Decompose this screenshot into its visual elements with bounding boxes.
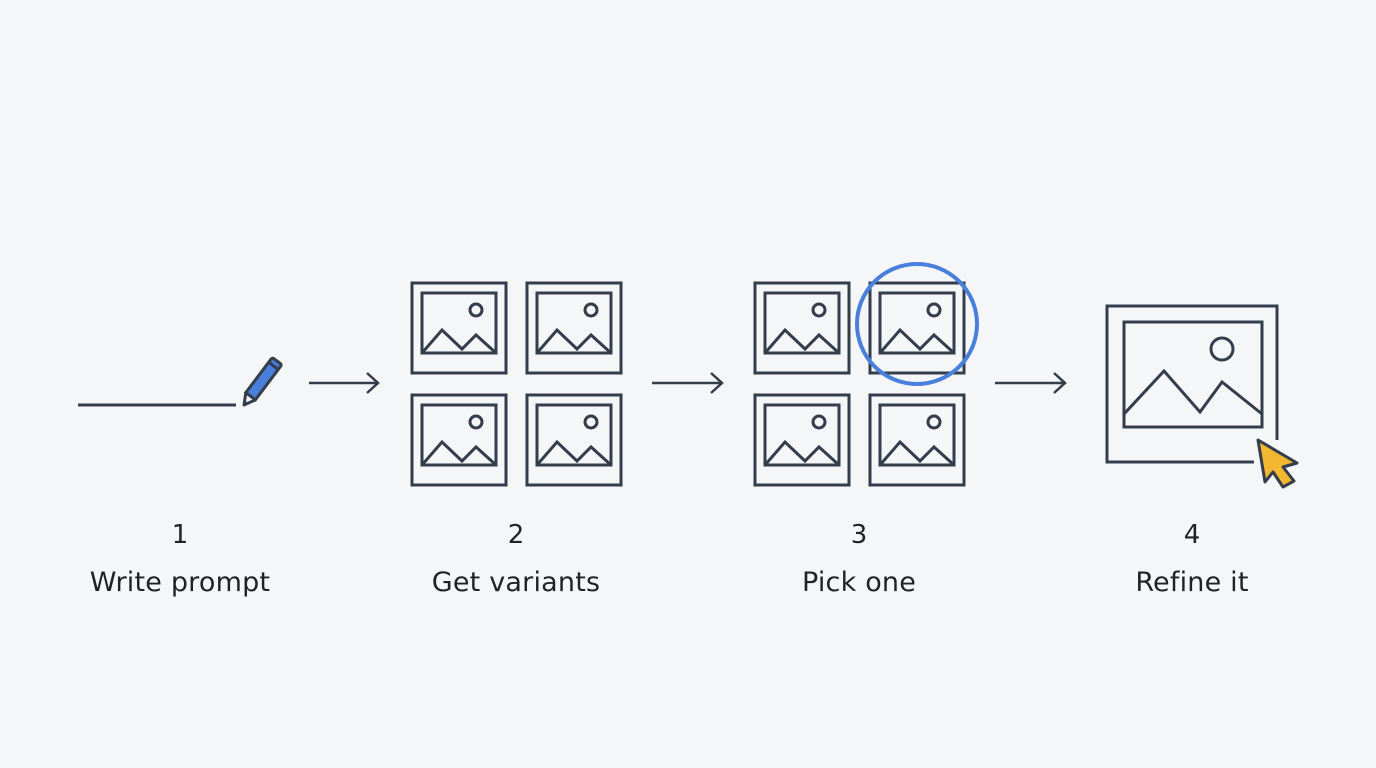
image-grid-selected-icon xyxy=(753,262,979,487)
image-thumbnail-icon xyxy=(410,393,508,487)
image-thumbnail-icon xyxy=(525,281,623,375)
step-1-number: 1 xyxy=(171,520,189,550)
image-thumbnail-icon xyxy=(753,393,851,487)
step-2-title: Get variants xyxy=(431,567,601,598)
step-1-title: Write prompt xyxy=(89,567,271,598)
arrow-icon xyxy=(309,372,380,394)
image-thumbnail-icon xyxy=(753,281,851,375)
step-4-title: Refine it xyxy=(1135,567,1249,598)
image-thumbnail-icon xyxy=(868,393,966,487)
image-thumbnail-icon xyxy=(410,281,508,375)
pencil-icon xyxy=(242,356,283,407)
arrow-icon xyxy=(995,372,1067,394)
step-4-number: 4 xyxy=(1183,520,1201,550)
arrow-icon xyxy=(652,372,724,394)
image-grid-icon xyxy=(410,281,623,487)
large-image-icon xyxy=(1105,304,1279,464)
image-thumbnail-icon xyxy=(525,393,623,487)
step-3-number: 3 xyxy=(850,520,868,550)
step-2-number: 2 xyxy=(507,520,525,550)
step-1-graphic xyxy=(78,356,283,407)
step-3-title: Pick one xyxy=(801,567,917,598)
image-thumbnail-icon xyxy=(868,281,966,375)
cursor-pointer-icon xyxy=(1256,438,1299,489)
selection-circle-icon xyxy=(855,262,979,386)
